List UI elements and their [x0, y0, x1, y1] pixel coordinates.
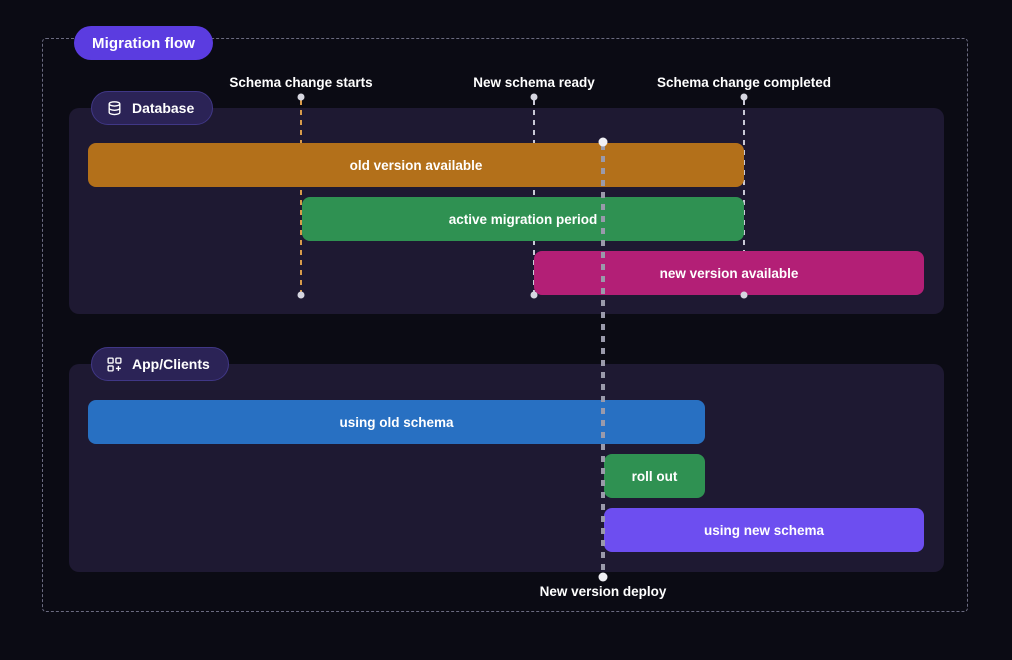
marker-dot-top-schema-change-completed — [740, 93, 748, 101]
deploy-line — [601, 144, 605, 576]
bar-roll-out[interactable]: roll out — [604, 454, 705, 498]
migration-flow-badge: Migration flow — [74, 26, 214, 60]
bar-using-old-schema[interactable]: using old schema — [88, 400, 705, 444]
lane-badge-app-clients: App/Clients — [91, 347, 229, 381]
bar-label: using new schema — [703, 522, 825, 538]
lane-badge-label: Database — [132, 100, 195, 116]
marker-line-schema-change-starts — [300, 100, 302, 294]
bar-new-version-available[interactable]: new version available — [534, 251, 924, 295]
lane-badge-database: Database — [91, 91, 214, 125]
deploy-dot-bottom — [598, 572, 608, 582]
marker-dot-top-schema-change-starts — [297, 93, 305, 101]
marker-label-schema-change-completed: Schema change completed — [656, 75, 832, 90]
bar-label: new version available — [659, 265, 799, 281]
bar-active-migration-period[interactable]: active migration period — [302, 197, 744, 241]
marker-label-schema-change-starts: Schema change starts — [229, 75, 373, 90]
bar-label: roll out — [631, 468, 678, 484]
bar-label: old version available — [349, 157, 483, 173]
bar-using-new-schema[interactable]: using new schema — [604, 508, 924, 552]
lane-badge-label: App/Clients — [132, 356, 210, 372]
marker-dot-top-new-schema-ready — [530, 93, 538, 101]
marker-line-schema-change-completed — [743, 100, 745, 294]
migration-flow-label: Migration flow — [92, 34, 196, 52]
marker-dot-bottom-schema-change-completed — [740, 291, 748, 299]
diagram-outer-frame — [42, 38, 968, 612]
marker-label-new-schema-ready: New schema ready — [473, 75, 595, 90]
deploy-dot-top — [598, 137, 608, 147]
deploy-marker-label: New version deploy — [539, 584, 667, 599]
bar-label: using old schema — [339, 414, 454, 430]
marker-dot-bottom-schema-change-starts — [297, 291, 305, 299]
bar-label: active migration period — [448, 211, 598, 227]
database-icon — [106, 100, 123, 117]
grid-plus-icon — [106, 356, 123, 373]
marker-dot-bottom-new-schema-ready — [530, 291, 538, 299]
bar-old-version-available[interactable]: old version available — [88, 143, 744, 187]
